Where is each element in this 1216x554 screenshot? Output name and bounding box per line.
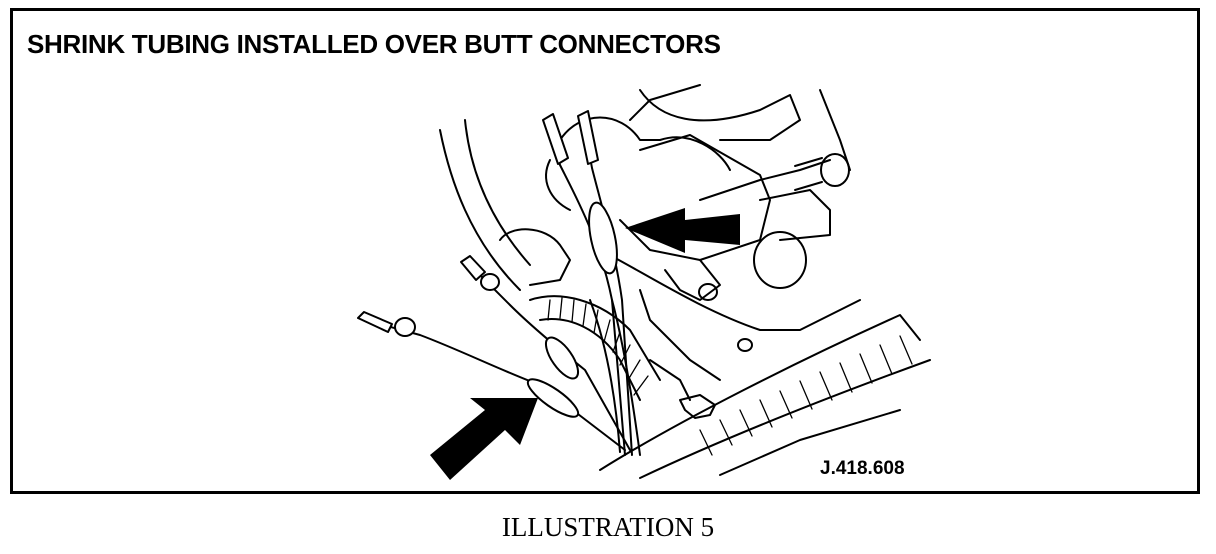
hose-left bbox=[439, 119, 571, 291]
main-harness-lower bbox=[599, 314, 931, 479]
lower-arrow-icon bbox=[430, 398, 538, 480]
terminals bbox=[357, 110, 599, 337]
shrink-tubing bbox=[526, 201, 618, 418]
figure-title: SHRINK TUBING INSTALLED OVER BUTT CONNEC… bbox=[27, 29, 721, 59]
engine-outline bbox=[545, 84, 861, 419]
figure-caption: ILLUSTRATION 5 bbox=[501, 512, 715, 542]
upper-arrow-icon bbox=[625, 208, 740, 253]
reference-code: J.418.608 bbox=[820, 458, 905, 479]
